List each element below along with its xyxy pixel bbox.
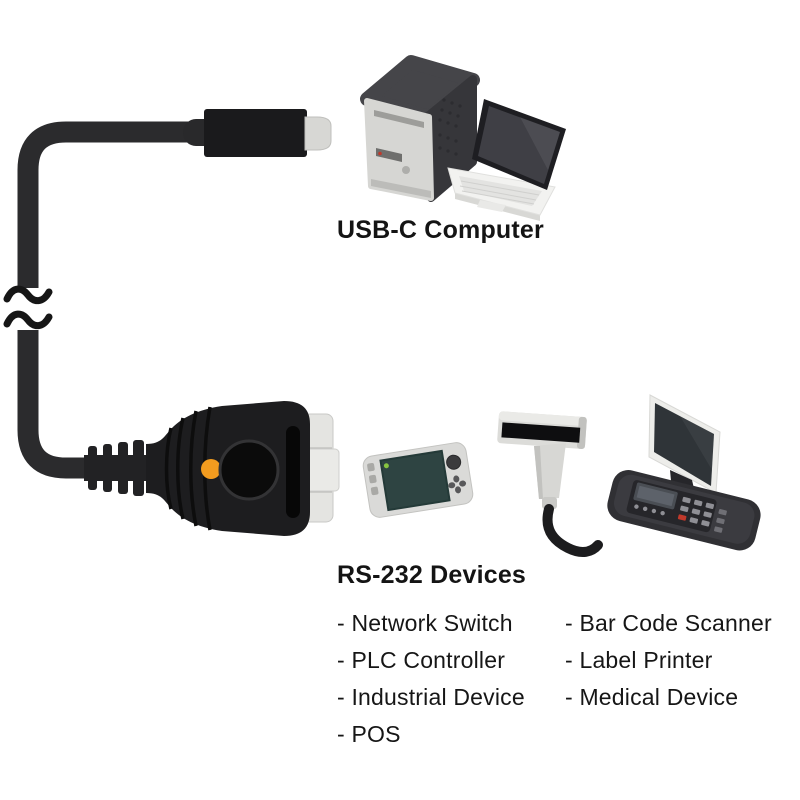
handheld-side-buttons bbox=[367, 462, 379, 496]
handheld-round-button bbox=[446, 454, 462, 470]
scanner-head bbox=[497, 411, 587, 449]
desktop-tower-icon bbox=[360, 55, 480, 202]
rs232-device-list-left: - Network Switch - PLC Controller - Indu… bbox=[337, 605, 525, 753]
cable-break-icon bbox=[3, 285, 53, 330]
list-item: - Industrial Device bbox=[337, 684, 525, 710]
laptop-keyboard bbox=[459, 176, 542, 206]
list-item: - Network Switch bbox=[337, 610, 513, 636]
rs232-devices-heading: RS-232 Devices bbox=[337, 561, 527, 589]
scanner-cable bbox=[542, 504, 603, 557]
tilde-mark-bottom bbox=[3, 310, 53, 330]
scanner-grip-shade bbox=[534, 446, 543, 499]
usb-c-connector-icon bbox=[183, 109, 332, 157]
tower-power-button bbox=[402, 166, 410, 174]
adapter-slot bbox=[286, 426, 300, 518]
laptop-key-rows bbox=[459, 180, 540, 205]
pos-monitor-screen bbox=[654, 403, 714, 486]
rs232-adapter-icon bbox=[84, 401, 340, 536]
pos-screen-glare bbox=[680, 416, 714, 470]
tower-cd-drive-slot bbox=[374, 110, 424, 128]
tower-side-vents bbox=[438, 98, 462, 156]
list-item: - Medical Device bbox=[565, 684, 739, 710]
usb-c-cable-icon bbox=[3, 109, 332, 479]
laptop-screen-glare bbox=[520, 117, 560, 170]
scanner-window bbox=[501, 422, 581, 443]
pos-function-keys bbox=[634, 504, 665, 516]
usb-c-plug-tip bbox=[304, 116, 332, 151]
usb-c-computer-label: USB-C Computer bbox=[337, 216, 544, 244]
list-item: - POS bbox=[337, 721, 401, 747]
list-item: - PLC Controller bbox=[337, 647, 506, 673]
tower-port-strip bbox=[376, 148, 402, 162]
list-item: - Bar Code Scanner bbox=[565, 610, 772, 636]
handheld-power-led bbox=[383, 463, 389, 469]
scanner-head-top bbox=[498, 411, 587, 426]
cable-lower-segment bbox=[17, 330, 98, 479]
handheld-device-icon bbox=[362, 442, 474, 518]
barcode-scanner-icon bbox=[497, 411, 603, 557]
tower-power-led bbox=[378, 151, 382, 156]
handheld-dpad bbox=[448, 475, 467, 494]
pos-terminal-icon bbox=[607, 394, 761, 551]
pos-number-keys bbox=[680, 496, 727, 533]
rs232-device-list-right: - Bar Code Scanner - Label Printer - Med… bbox=[565, 605, 772, 716]
pos-base bbox=[607, 470, 761, 551]
laptop-icon bbox=[447, 99, 566, 221]
laptop-screen bbox=[478, 106, 560, 184]
list-item: - Label Printer bbox=[565, 647, 713, 673]
adapter-strain-relief bbox=[84, 440, 148, 496]
pos-red-key bbox=[677, 514, 687, 521]
tower-front-bottom-shade bbox=[371, 179, 431, 198]
laptop-trackpad bbox=[477, 200, 506, 212]
tilde-mark-top bbox=[3, 285, 53, 305]
usb-c-plug-body bbox=[204, 109, 307, 157]
handheld-screen bbox=[379, 449, 451, 512]
pos-display-screen bbox=[636, 485, 675, 507]
scanner-head-end bbox=[576, 416, 587, 449]
adapter-led-orange bbox=[201, 459, 221, 479]
cable-upper-segment bbox=[17, 121, 212, 288]
adapter-knob bbox=[218, 439, 280, 501]
